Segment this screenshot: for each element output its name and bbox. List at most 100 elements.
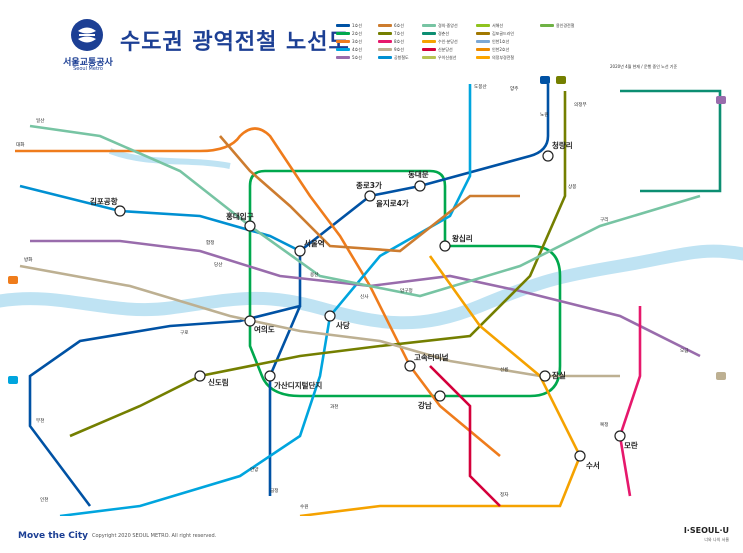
line4	[59, 84, 472, 516]
station-ogeum: 오금	[680, 348, 688, 354]
move-the-city-brand: Move the City	[18, 531, 89, 541]
station-geumjeong: 금정	[270, 487, 278, 494]
sinbundang	[429, 365, 501, 507]
interchange-markers	[114, 150, 626, 462]
i-seoul-u-sub: 너와 나의 서울	[704, 537, 729, 542]
station-seolleung: 선릉	[500, 366, 508, 373]
legend-label-line9: 9호선	[394, 47, 404, 52]
station-sangbong: 상봉	[568, 183, 576, 190]
station-ilsan: 일산	[36, 117, 45, 124]
gyeongui-line	[29, 124, 701, 298]
station-anyang: 안양	[250, 466, 259, 473]
legend-label-line6: 6호선	[394, 23, 404, 28]
station-seoul: 서울역	[304, 238, 325, 248]
legend-label-seohae: 서해선	[492, 23, 504, 28]
station-bucheon: 부천	[36, 417, 44, 424]
station-suseo: 수서	[586, 460, 600, 470]
legend-label-line3: 3호선	[352, 39, 362, 44]
line9	[19, 264, 620, 378]
station-express-bus: 고속터미널	[414, 352, 449, 362]
station-cheongnyangni: 청량리	[552, 140, 573, 150]
station-dobongsan: 도봉산	[474, 83, 487, 90]
legend-label-line5: 5호선	[352, 55, 362, 60]
station-dangsan: 당산	[214, 261, 223, 268]
station-banghwa: 방화	[24, 256, 33, 263]
org-name: 서울교통공사	[63, 58, 113, 68]
line6	[219, 135, 520, 253]
copyright: Copyright 2020 SEOUL METRO. All right re…	[92, 533, 217, 539]
station-jeongja: 정자	[500, 491, 509, 498]
legend-swatch-line2	[336, 32, 350, 35]
legend-label-uijeongbu: 의정부경전철	[492, 55, 515, 60]
line2-loop	[248, 169, 562, 398]
legend-label-yongin: 용인경전철	[556, 23, 575, 28]
legend-label-line7: 7호선	[394, 31, 404, 36]
legend-swatch-yongin	[540, 24, 554, 27]
legend-label-suin: 수인·분당선	[438, 39, 458, 44]
gyeongchun-line	[620, 89, 722, 193]
legend-label-ui: 우이신설선	[438, 55, 457, 60]
legend-label-incheon1: 인천1호선	[492, 39, 510, 44]
station-uijeongbu: 의정부	[574, 101, 587, 108]
legend-swatch-sinbundang	[422, 48, 436, 51]
line1	[28, 84, 550, 507]
legend-swatch-gyeongui	[422, 24, 436, 27]
station-hapjeong: 합정	[206, 239, 214, 246]
subway-map: 서울역 종로3가 동대문 을지로4가 신도림 강남 잠실 김포공항 홍대입구 왕…	[0, 76, 743, 516]
line1-branch-south	[268, 305, 302, 496]
legend-swatch-line9	[378, 48, 392, 51]
legend-swatch-line8	[378, 40, 392, 43]
footer: Move the City Copyright 2020 SEOUL METRO…	[0, 516, 743, 553]
legend-swatch-incheon2	[476, 48, 490, 51]
station-dongdaemun: 동대문	[408, 169, 429, 179]
station-nowon: 노원	[540, 111, 548, 118]
station-wangsimni: 왕십리	[452, 233, 473, 243]
station-jamsil: 잠실	[552, 370, 566, 380]
station-jongno3: 종로3가	[356, 180, 382, 190]
line3	[15, 127, 501, 457]
station-yongsan: 용산	[310, 271, 319, 278]
legend-label-gyeongui: 경의·중앙선	[438, 23, 458, 28]
line7	[69, 91, 567, 438]
station-hongdae: 홍대입구	[226, 211, 254, 221]
legend-swatch-uijeongbu	[476, 56, 490, 59]
legend-label-line4: 4호선	[352, 47, 362, 52]
station-euljiro4: 을지로4가	[376, 198, 409, 208]
legend-label-line2: 2호선	[352, 31, 362, 36]
legend-label-airport: 공항철도	[394, 55, 409, 60]
station-gangnam: 강남	[418, 400, 432, 410]
legend-swatch-gimpo	[476, 32, 490, 35]
station-gwacheon: 과천	[330, 403, 338, 410]
legend-swatch-suin	[422, 40, 436, 43]
legend-swatch-incheon1	[476, 40, 490, 43]
station-moran: 모란	[624, 440, 638, 450]
legend-label-incheon2: 인천2호선	[492, 47, 510, 52]
legend-label-line8: 8호선	[394, 39, 404, 44]
station-gimpo-airport: 김포공항	[90, 196, 118, 206]
station-sindorim: 신도림	[208, 377, 229, 387]
legend-swatch-line5	[336, 56, 350, 59]
airport-railroad	[19, 184, 301, 253]
legend-swatch-gyeongchun	[422, 32, 436, 35]
line8	[618, 306, 642, 497]
station-daehwa: 대화	[16, 141, 25, 148]
legend-swatch-line6	[378, 24, 392, 27]
legend-label-line1: 1호선	[352, 23, 362, 28]
legend-label-gyeongchun: 경춘선	[438, 31, 450, 36]
legend-swatch-line3	[336, 40, 350, 43]
legend-note: 2020년 4월 현재 / 운행 중인 노선 기준	[610, 64, 678, 69]
seoul-metro-logo-icon	[71, 19, 103, 51]
station-yangju: 양주	[510, 85, 518, 92]
river-branch	[108, 148, 231, 169]
station-sadang: 사당	[336, 320, 350, 330]
legend-swatch-line4	[336, 48, 350, 51]
map-title: 수도권 광역전철 노선도	[120, 30, 350, 55]
station-guri: 구리	[600, 216, 608, 223]
org-name-en: Seoul Metro	[73, 66, 103, 72]
line-badges	[8, 76, 726, 384]
legend-swatch-line1	[336, 24, 350, 27]
i-seoul-u-brand: I·SEOUL·U	[683, 526, 729, 535]
legend-swatch-ui	[422, 56, 436, 59]
legend-label-sinbundang: 신분당선	[438, 47, 453, 52]
legend-swatch-line7	[378, 32, 392, 35]
